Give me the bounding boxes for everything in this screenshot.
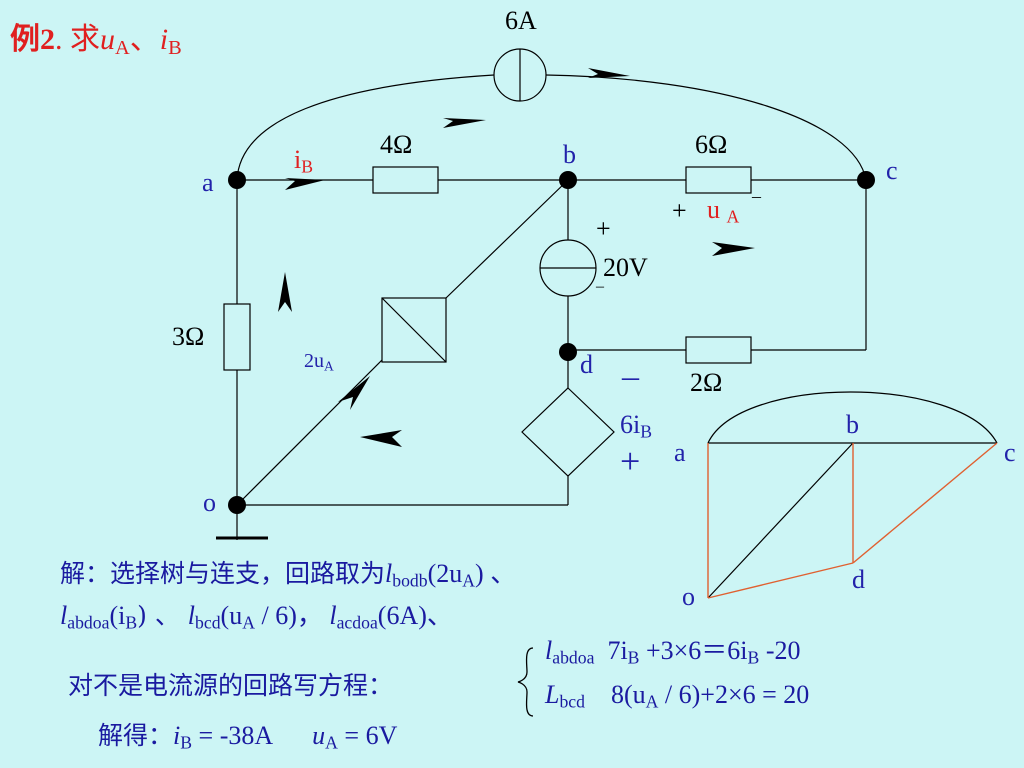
arc-left <box>236 74 495 181</box>
resistor-4ohm <box>372 166 439 194</box>
equation-brace <box>517 647 534 717</box>
vcvs-minus: – <box>622 358 639 395</box>
node-o-dot <box>228 496 246 514</box>
voltage-source-20v <box>539 239 597 297</box>
result-line: 解得：iB = -38A uA = 6V <box>98 721 398 753</box>
arrow-loop-top <box>443 118 486 128</box>
v20-plus: + <box>596 214 611 243</box>
resistor-6ohm <box>685 166 752 194</box>
label-2ua: 2uA <box>304 350 334 374</box>
tree-graph <box>707 391 998 599</box>
arrow-loop-bottom <box>360 430 402 447</box>
graph-node-o: o <box>682 582 695 611</box>
arrow-6a <box>588 68 630 78</box>
label-2ohm: 2Ω <box>690 368 723 397</box>
resistor-2ohm <box>685 336 752 364</box>
node-b-dot <box>559 171 577 189</box>
solution-line-1: 解：选择树与连支，回路取为lbodb(2uA) 、 <box>60 559 517 591</box>
node-d-dot <box>559 343 577 361</box>
vcvs-plus: + <box>620 441 641 481</box>
arrow-ib <box>285 178 325 190</box>
node-c-dot <box>857 171 875 189</box>
graph-node-a: a <box>674 438 686 467</box>
node-label-a: a <box>202 168 214 197</box>
arrow-cccs <box>338 376 370 410</box>
arrow-loop-left <box>278 272 292 312</box>
arrow-loop-right <box>712 242 755 256</box>
ua-plus: + <box>672 196 687 225</box>
label-3ohm: 3Ω <box>172 322 205 351</box>
node-label-c: c <box>886 156 898 185</box>
current-source-6a <box>493 48 547 102</box>
node-a-dot <box>228 171 246 189</box>
dependent-current-source <box>381 297 447 363</box>
label-20v: 20V <box>603 253 648 282</box>
node-label-d: d <box>580 350 593 379</box>
solution-line-2: labdoa(iB) 、 lbcd(uA / 6)， lacdoa(6A)、 <box>60 601 453 633</box>
label-6ohm: 6Ω <box>695 130 728 159</box>
label-ua: u A <box>707 195 740 227</box>
arc-right <box>545 74 867 181</box>
equation-1: labdoa 7iB +3×6＝6iB -20 <box>545 636 801 668</box>
dependent-voltage-source <box>521 387 615 477</box>
graph-node-d: d <box>852 565 865 594</box>
resistor-3ohm <box>223 303 251 371</box>
label-4ohm: 4Ω <box>380 130 413 159</box>
graph-node-c: c <box>1004 438 1016 467</box>
label-6ib: 6iB <box>620 410 653 442</box>
ua-minus: – <box>752 186 761 206</box>
node-label-b: b <box>563 140 576 169</box>
node-label-o: o <box>203 488 216 517</box>
equation-intro: 对不是电流源的回路写方程： <box>68 671 394 700</box>
v20-minus: – <box>596 278 604 295</box>
page-title: 例2. 求uA、iB <box>10 23 182 60</box>
graph-node-b: b <box>846 410 859 439</box>
label-6a: 6A <box>505 6 537 35</box>
label-ib: iB <box>294 145 314 177</box>
equation-2: Lbcd 8(uA / 6)+2×6 = 20 <box>545 680 810 712</box>
